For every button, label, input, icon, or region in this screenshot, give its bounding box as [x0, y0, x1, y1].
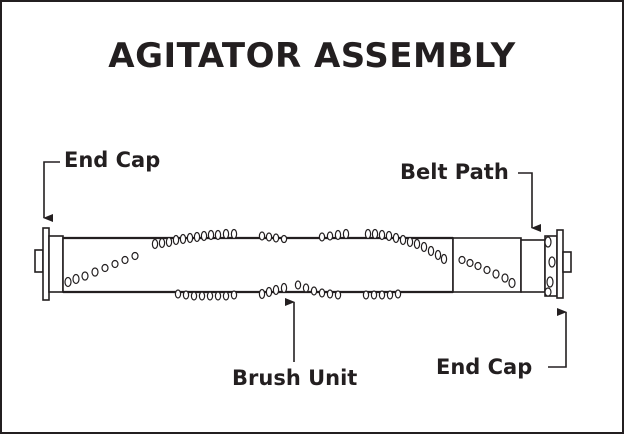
end-cap-left-label: End Cap	[64, 148, 161, 172]
right-end-cap-disc	[556, 229, 564, 299]
right-end-cap-hub	[562, 251, 572, 273]
left-end-cap-collar	[48, 235, 64, 293]
brush-unit-label: Brush Unit	[232, 366, 358, 390]
end-cap-right-label: End Cap	[436, 355, 533, 379]
end-cap-right-arrow	[548, 308, 567, 368]
left-end-cap-disc	[42, 227, 50, 301]
left-end-cap-hub	[34, 249, 44, 273]
end-cap-left-arrow	[43, 161, 60, 222]
bristle-spiral	[64, 228, 556, 301]
belt-path-arrow	[518, 172, 541, 232]
diagram-title: AGITATOR ASSEMBLY	[108, 36, 516, 76]
callout-lines	[43, 161, 567, 368]
brush-tube	[62, 237, 454, 293]
belt-path-pulley	[520, 239, 546, 293]
belt-path-label: Belt Path	[400, 160, 509, 184]
